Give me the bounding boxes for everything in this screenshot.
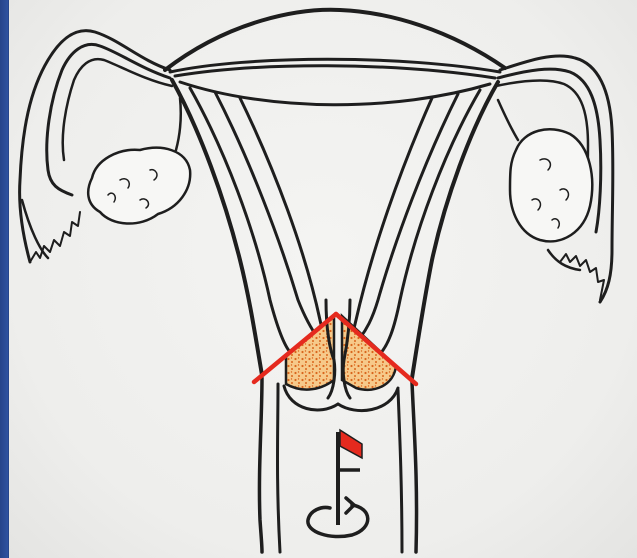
myometrium-left-1	[190, 88, 290, 352]
vagina-right-outer	[412, 382, 417, 552]
myometrium-left-2	[215, 92, 318, 338]
left-tube-fringe	[30, 212, 80, 262]
vagina-left-inner	[278, 384, 281, 552]
myometrium-right-1	[380, 90, 480, 354]
left-ovarian-ligament	[176, 98, 181, 150]
left-tube-outer	[20, 31, 170, 262]
right-tube-lower	[548, 250, 580, 270]
myometrium-right-3	[344, 98, 432, 350]
ovary-right-icon	[510, 129, 592, 241]
left-tube-inner-2	[63, 59, 172, 160]
vagina-right-inner	[398, 390, 402, 552]
uterus-left-wall	[172, 80, 262, 375]
myometrium-left-3	[240, 98, 330, 350]
ovary-left-icon	[88, 148, 190, 224]
right-tube-fringe	[560, 254, 604, 300]
fundus-inner-line-2	[175, 66, 495, 78]
uterus-right-wall	[412, 82, 498, 378]
fundus-inner-line-3	[180, 82, 490, 105]
right-ovarian-ligament	[498, 100, 518, 140]
fundus-outline	[165, 10, 505, 70]
vagina-left-outer	[259, 378, 262, 552]
